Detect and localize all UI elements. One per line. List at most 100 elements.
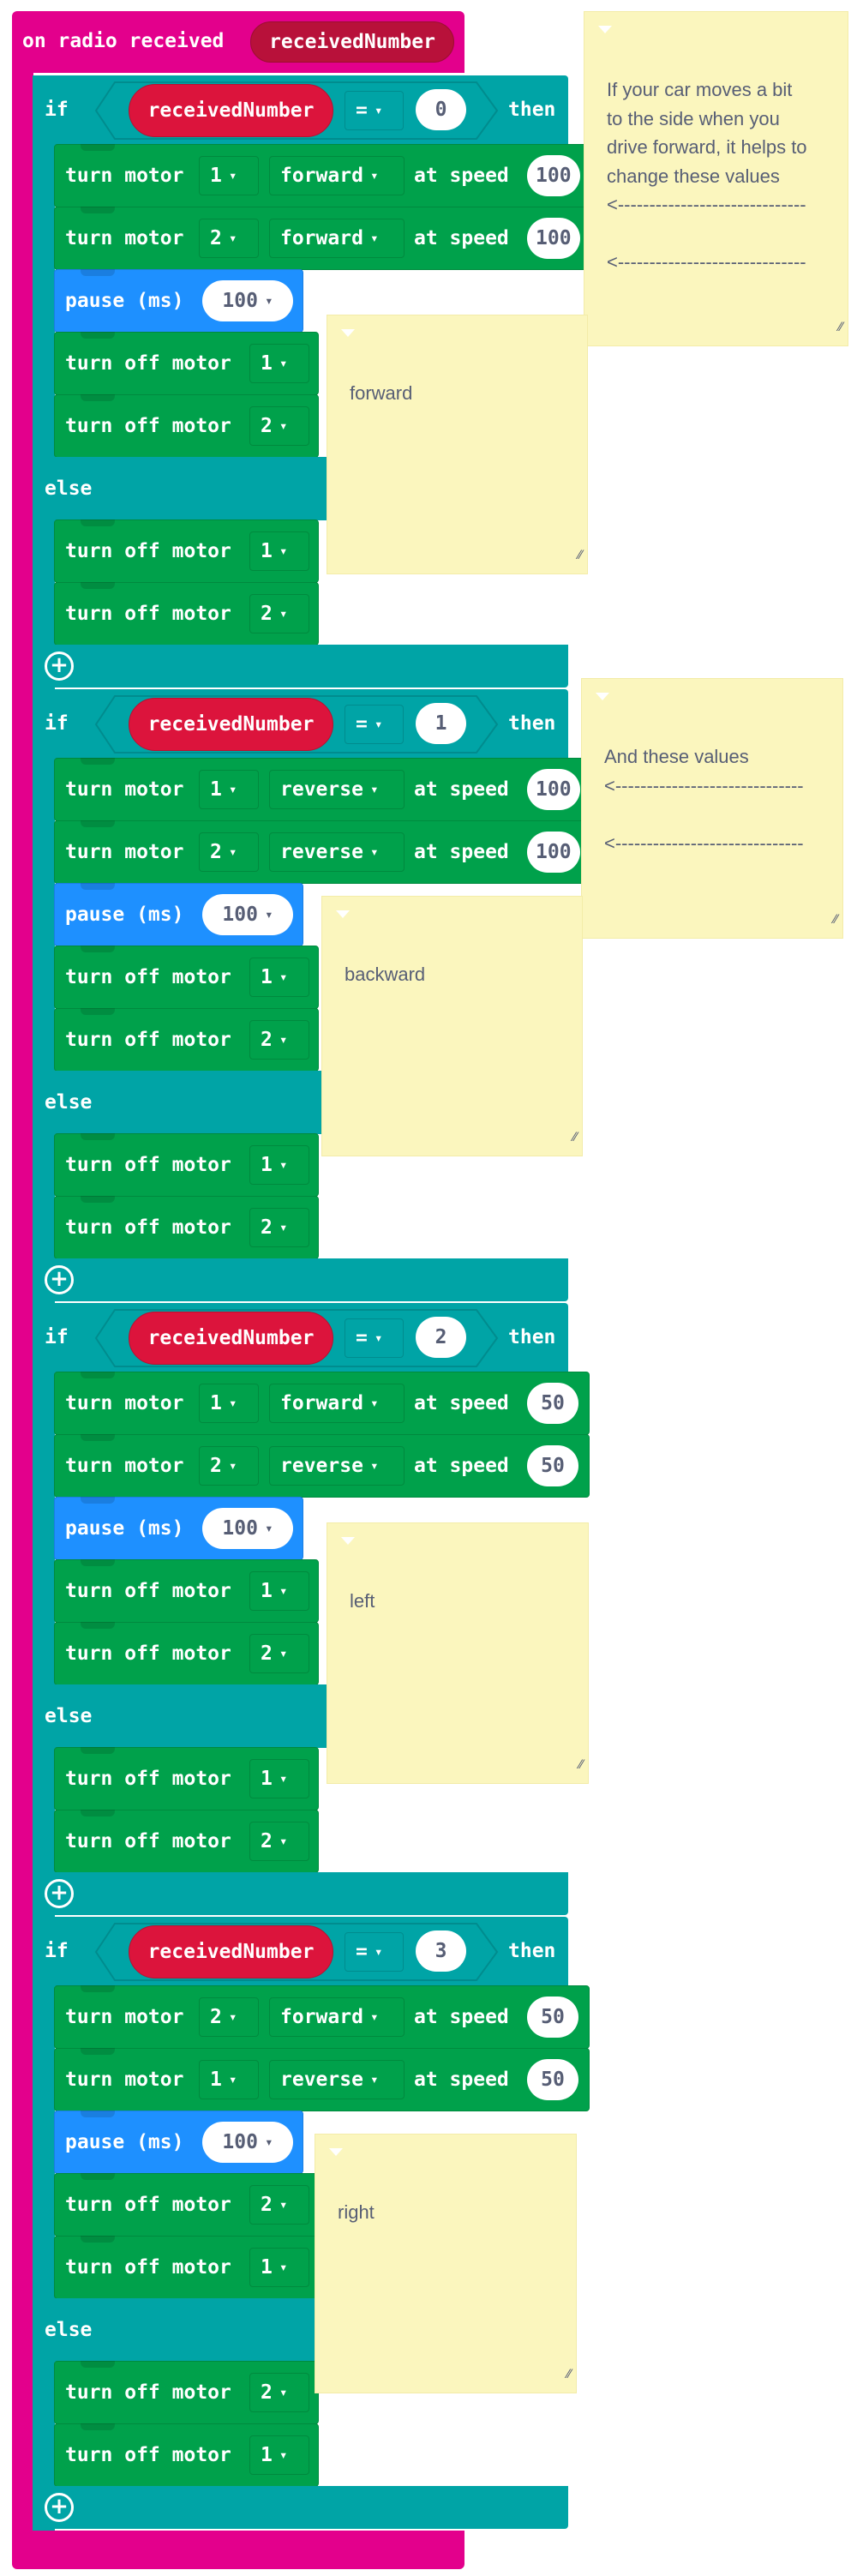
variable-reporter[interactable]: receivedNumber: [129, 1312, 333, 1365]
resize-grip-icon[interactable]: ⁄⁄: [572, 1130, 577, 1144]
comment-note[interactable]: And these values <----------------------…: [581, 678, 843, 939]
variable-reporter[interactable]: receivedNumber: [129, 1925, 333, 1979]
pause-block[interactable]: pause (ms)100▾: [54, 883, 303, 946]
operator-dropdown[interactable]: =▾: [345, 1932, 404, 1972]
pause-ms-dropdown[interactable]: 100▾: [202, 280, 293, 321]
add-else-if-icon[interactable]: +: [45, 652, 74, 681]
compare-value-input[interactable]: 1: [416, 703, 466, 744]
direction-dropdown[interactable]: reverse▾: [269, 832, 405, 872]
variable-reporter[interactable]: receivedNumber: [129, 84, 333, 137]
pause-ms-dropdown[interactable]: 100▾: [202, 1508, 293, 1549]
motor-dropdown[interactable]: 1▾: [249, 344, 309, 383]
motor-dropdown[interactable]: 1▾: [249, 2435, 309, 2475]
motor-dropdown[interactable]: 2▾: [249, 1634, 309, 1673]
motor-dropdown[interactable]: 2▾: [249, 406, 309, 446]
operator-dropdown[interactable]: =▾: [345, 1318, 404, 1358]
radio-event-block[interactable]: on radio received receivedNumber: [12, 11, 464, 73]
resize-grip-icon[interactable]: ⁄⁄: [833, 912, 837, 927]
motor-dropdown[interactable]: 2▾: [249, 1020, 309, 1060]
direction-dropdown[interactable]: forward▾: [269, 156, 405, 195]
compare-value-input[interactable]: 0: [416, 89, 466, 130]
resize-grip-icon[interactable]: ⁄⁄: [578, 548, 582, 562]
collapse-triangle-icon[interactable]: [596, 693, 609, 700]
resize-grip-icon[interactable]: ⁄⁄: [566, 2367, 571, 2381]
collapse-triangle-icon[interactable]: [336, 910, 350, 918]
speed-input[interactable]: 50: [527, 2059, 578, 2100]
pause-ms-dropdown[interactable]: 100▾: [202, 2122, 293, 2163]
motor-dropdown[interactable]: 2▾: [199, 219, 259, 258]
motor-dropdown[interactable]: 1▾: [249, 2248, 309, 2287]
motor-dropdown[interactable]: 1▾: [249, 1145, 309, 1185]
pause-block[interactable]: pause (ms)100▾: [54, 1497, 303, 1560]
speed-input[interactable]: 100: [527, 218, 580, 259]
resize-grip-icon[interactable]: ⁄⁄: [838, 320, 842, 334]
motor-dropdown[interactable]: 2▾: [199, 1446, 259, 1486]
motor-dropdown[interactable]: 2▾: [249, 1208, 309, 1247]
motor-dropdown[interactable]: 1▾: [199, 770, 259, 809]
comment-note[interactable]: right⁄⁄: [315, 2134, 577, 2393]
motor-dropdown[interactable]: 2▾: [249, 2373, 309, 2412]
motor-dropdown[interactable]: 2▾: [249, 2185, 309, 2225]
collapse-triangle-icon[interactable]: [341, 1537, 355, 1545]
pause-block[interactable]: pause (ms)100▾: [54, 269, 303, 333]
direction-dropdown[interactable]: forward▾: [269, 1997, 405, 2037]
add-else-if-icon[interactable]: +: [45, 2493, 74, 2522]
motor-dropdown[interactable]: 2▾: [199, 1997, 259, 2037]
operator-dropdown[interactable]: =▾: [345, 705, 404, 744]
add-else-if-icon[interactable]: +: [45, 1879, 74, 1908]
collapse-triangle-icon[interactable]: [598, 26, 612, 33]
variable-reporter[interactable]: receivedNumber: [129, 698, 333, 751]
direction-dropdown[interactable]: reverse▾: [269, 770, 405, 809]
event-variable[interactable]: receivedNumber: [250, 21, 454, 63]
pause-block[interactable]: pause (ms)100▾: [54, 2111, 303, 2174]
comment-note[interactable]: forward⁄⁄: [327, 315, 588, 574]
pause-ms-dropdown[interactable]: 100▾: [202, 894, 293, 935]
motor-dropdown[interactable]: 2▾: [199, 832, 259, 872]
speed-input[interactable]: 50: [527, 1445, 578, 1486]
motor-dropdown[interactable]: 1▾: [199, 1384, 259, 1423]
direction-dropdown[interactable]: forward▾: [269, 219, 405, 258]
speed-input[interactable]: 100: [527, 769, 580, 810]
operator-dropdown[interactable]: =▾: [345, 91, 404, 130]
collapse-triangle-icon[interactable]: [341, 329, 355, 337]
speed-input[interactable]: 100: [527, 155, 580, 196]
speed-input[interactable]: 100: [527, 832, 580, 873]
motor-dropdown[interactable]: 1▾: [249, 1571, 309, 1611]
comment-note[interactable]: backward⁄⁄: [321, 896, 583, 1156]
resize-grip-icon[interactable]: ⁄⁄: [578, 1757, 583, 1772]
speed-input[interactable]: 50: [527, 1383, 578, 1424]
direction-dropdown[interactable]: reverse▾: [269, 2060, 405, 2099]
motor-dropdown[interactable]: 1▾: [249, 958, 309, 997]
motor-dropdown[interactable]: 2▾: [249, 1822, 309, 1861]
motor-dropdown[interactable]: 1▾: [199, 156, 259, 195]
collapse-triangle-icon[interactable]: [329, 2148, 343, 2156]
comment-note[interactable]: left⁄⁄: [327, 1522, 589, 1784]
motor-dropdown[interactable]: 2▾: [249, 594, 309, 633]
compare-value-input[interactable]: 3: [416, 1930, 466, 1972]
motor-dropdown[interactable]: 1▾: [249, 531, 309, 571]
motor-dropdown[interactable]: 1▾: [199, 2060, 259, 2099]
